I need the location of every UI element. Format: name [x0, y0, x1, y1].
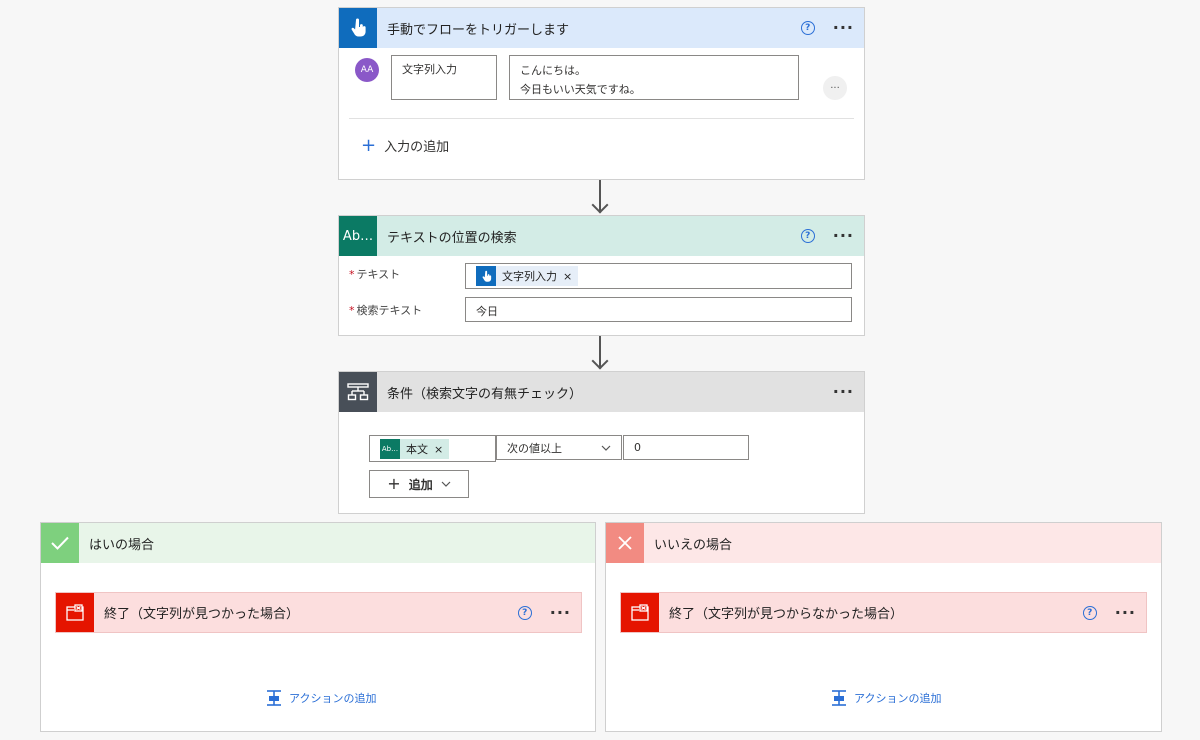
find-text-header[interactable]: Ab… テキストの位置の検索 ? ··· [339, 216, 864, 256]
divider [349, 118, 854, 119]
condition-right-operand[interactable]: 0 [623, 435, 749, 460]
chevron-down-icon [601, 445, 611, 451]
flow-arrow [599, 180, 601, 212]
search-text-value: 今日 [476, 305, 498, 318]
terminate-header[interactable]: 終了（文字列が見つからなかった場合） ? ··· [621, 593, 1146, 632]
text-field[interactable]: 文字列入力 × [465, 263, 852, 289]
dynamic-content-token[interactable]: 文字列入力 × [476, 266, 579, 286]
add-condition-button[interactable]: + 追加 [369, 470, 469, 498]
trigger-card: 手動でフローをトリガーします ? ··· AA 文字列入力 こんにちは。 今日も… [338, 7, 865, 180]
text-field-label: *テキスト [349, 268, 401, 281]
close-icon[interactable]: × [563, 269, 573, 283]
arrow-head [591, 352, 609, 370]
add-action-icon [267, 690, 281, 706]
terminate-action-yes[interactable]: 終了（文字列が見つかった場合） ? ··· [55, 592, 582, 633]
hand-pointer-icon [476, 266, 496, 286]
condition-card: 条件（検索文字の有無チェック） ··· Ab… 本文 × 次の値以上 0 + 追… [338, 371, 865, 514]
add-action-button[interactable]: アクションの追加 [265, 689, 376, 707]
terminate-action-no[interactable]: 終了（文字列が見つからなかった場合） ? ··· [620, 592, 1147, 633]
yes-branch-title: はいの場合 [89, 537, 155, 553]
add-action-button[interactable]: アクションの追加 [830, 689, 941, 707]
dynamic-content-token[interactable]: Ab… 本文 × [380, 439, 450, 459]
input-name-field[interactable]: 文字列入力 [391, 55, 497, 100]
close-icon[interactable]: × [434, 442, 444, 456]
help-icon[interactable]: ? [800, 21, 815, 35]
input-more-button[interactable]: ··· [823, 76, 847, 100]
text-function-icon: Ab… [380, 439, 400, 459]
help-icon[interactable]: ? [800, 229, 815, 243]
hand-pointer-icon [339, 8, 377, 48]
help-icon[interactable]: ? [517, 605, 532, 620]
help-icon[interactable]: ? [1082, 605, 1097, 620]
more-options-icon[interactable]: ··· [549, 602, 571, 622]
terminate-title: 終了（文字列が見つかった場合） [104, 607, 300, 622]
operator-value: 次の値以上 [507, 441, 562, 455]
add-input-label: 入力の追加 [384, 140, 450, 155]
input-type-avatar: AA [355, 58, 379, 82]
input-value-field[interactable]: こんにちは。 今日もいい天気ですね。 [509, 55, 799, 100]
chevron-down-icon [441, 481, 451, 487]
arrow-head [591, 196, 609, 214]
terminate-icon [56, 593, 94, 632]
condition-value: 0 [634, 441, 641, 454]
token-label: 文字列入力 [502, 270, 557, 283]
close-icon [606, 523, 644, 563]
condition-header[interactable]: 条件（検索文字の有無チェック） ··· [339, 372, 864, 412]
flow-arrow [599, 336, 601, 368]
input-value-line1: こんにちは。 [520, 64, 586, 77]
avatar-text: AA [360, 65, 374, 75]
token-label: 本文 [406, 443, 428, 456]
add-action-label: アクションの追加 [289, 692, 377, 705]
find-text-title: テキストの位置の検索 [387, 230, 517, 246]
add-input-button[interactable]: + 入力の追加 [361, 136, 449, 155]
trigger-header[interactable]: 手動でフローをトリガーします ? ··· [339, 8, 864, 48]
text-function-icon-text: Ab… [342, 228, 374, 244]
more-options-icon[interactable]: ··· [1114, 602, 1136, 622]
search-field-label: *検索テキスト [349, 304, 423, 317]
terminate-title: 終了（文字列が見つからなかった場合） [669, 607, 904, 622]
more-options-icon[interactable]: ··· [832, 382, 854, 401]
yes-branch-header[interactable]: はいの場合 [41, 523, 595, 563]
yes-branch: はいの場合 終了（文字列が見つかった場合） ? ··· アクションの追加 [40, 522, 596, 732]
terminate-icon [621, 593, 659, 632]
check-icon [41, 523, 79, 563]
more-options-icon: ··· [830, 82, 840, 94]
find-text-card: Ab… テキストの位置の検索 ? ··· *テキスト 文字列入力 × *検索テキ… [338, 215, 865, 336]
input-value-line2: 今日もいい天気ですね。 [520, 83, 641, 96]
terminate-header[interactable]: 終了（文字列が見つかった場合） ? ··· [56, 593, 581, 632]
more-options-icon[interactable]: ··· [832, 226, 854, 245]
no-branch-header[interactable]: いいえの場合 [606, 523, 1161, 563]
condition-title: 条件（検索文字の有無チェック） [387, 386, 583, 402]
search-text-field[interactable]: 今日 [465, 297, 852, 322]
add-action-icon [832, 690, 846, 706]
trigger-title: 手動でフローをトリガーします [387, 22, 570, 38]
condition-icon [339, 372, 377, 412]
text-function-icon: Ab… [339, 216, 377, 256]
no-branch-title: いいえの場合 [654, 537, 733, 553]
add-condition-label: 追加 [408, 477, 433, 492]
more-options-icon[interactable]: ··· [832, 18, 854, 37]
operator-dropdown[interactable]: 次の値以上 [496, 435, 622, 460]
input-name-text: 文字列入力 [402, 63, 457, 76]
no-branch: いいえの場合 終了（文字列が見つからなかった場合） ? ··· アクションの追加 [605, 522, 1162, 732]
condition-left-operand[interactable]: Ab… 本文 × [369, 435, 496, 462]
plus-icon: + [361, 134, 377, 156]
add-action-label: アクションの追加 [854, 692, 942, 705]
plus-icon: + [387, 474, 401, 493]
